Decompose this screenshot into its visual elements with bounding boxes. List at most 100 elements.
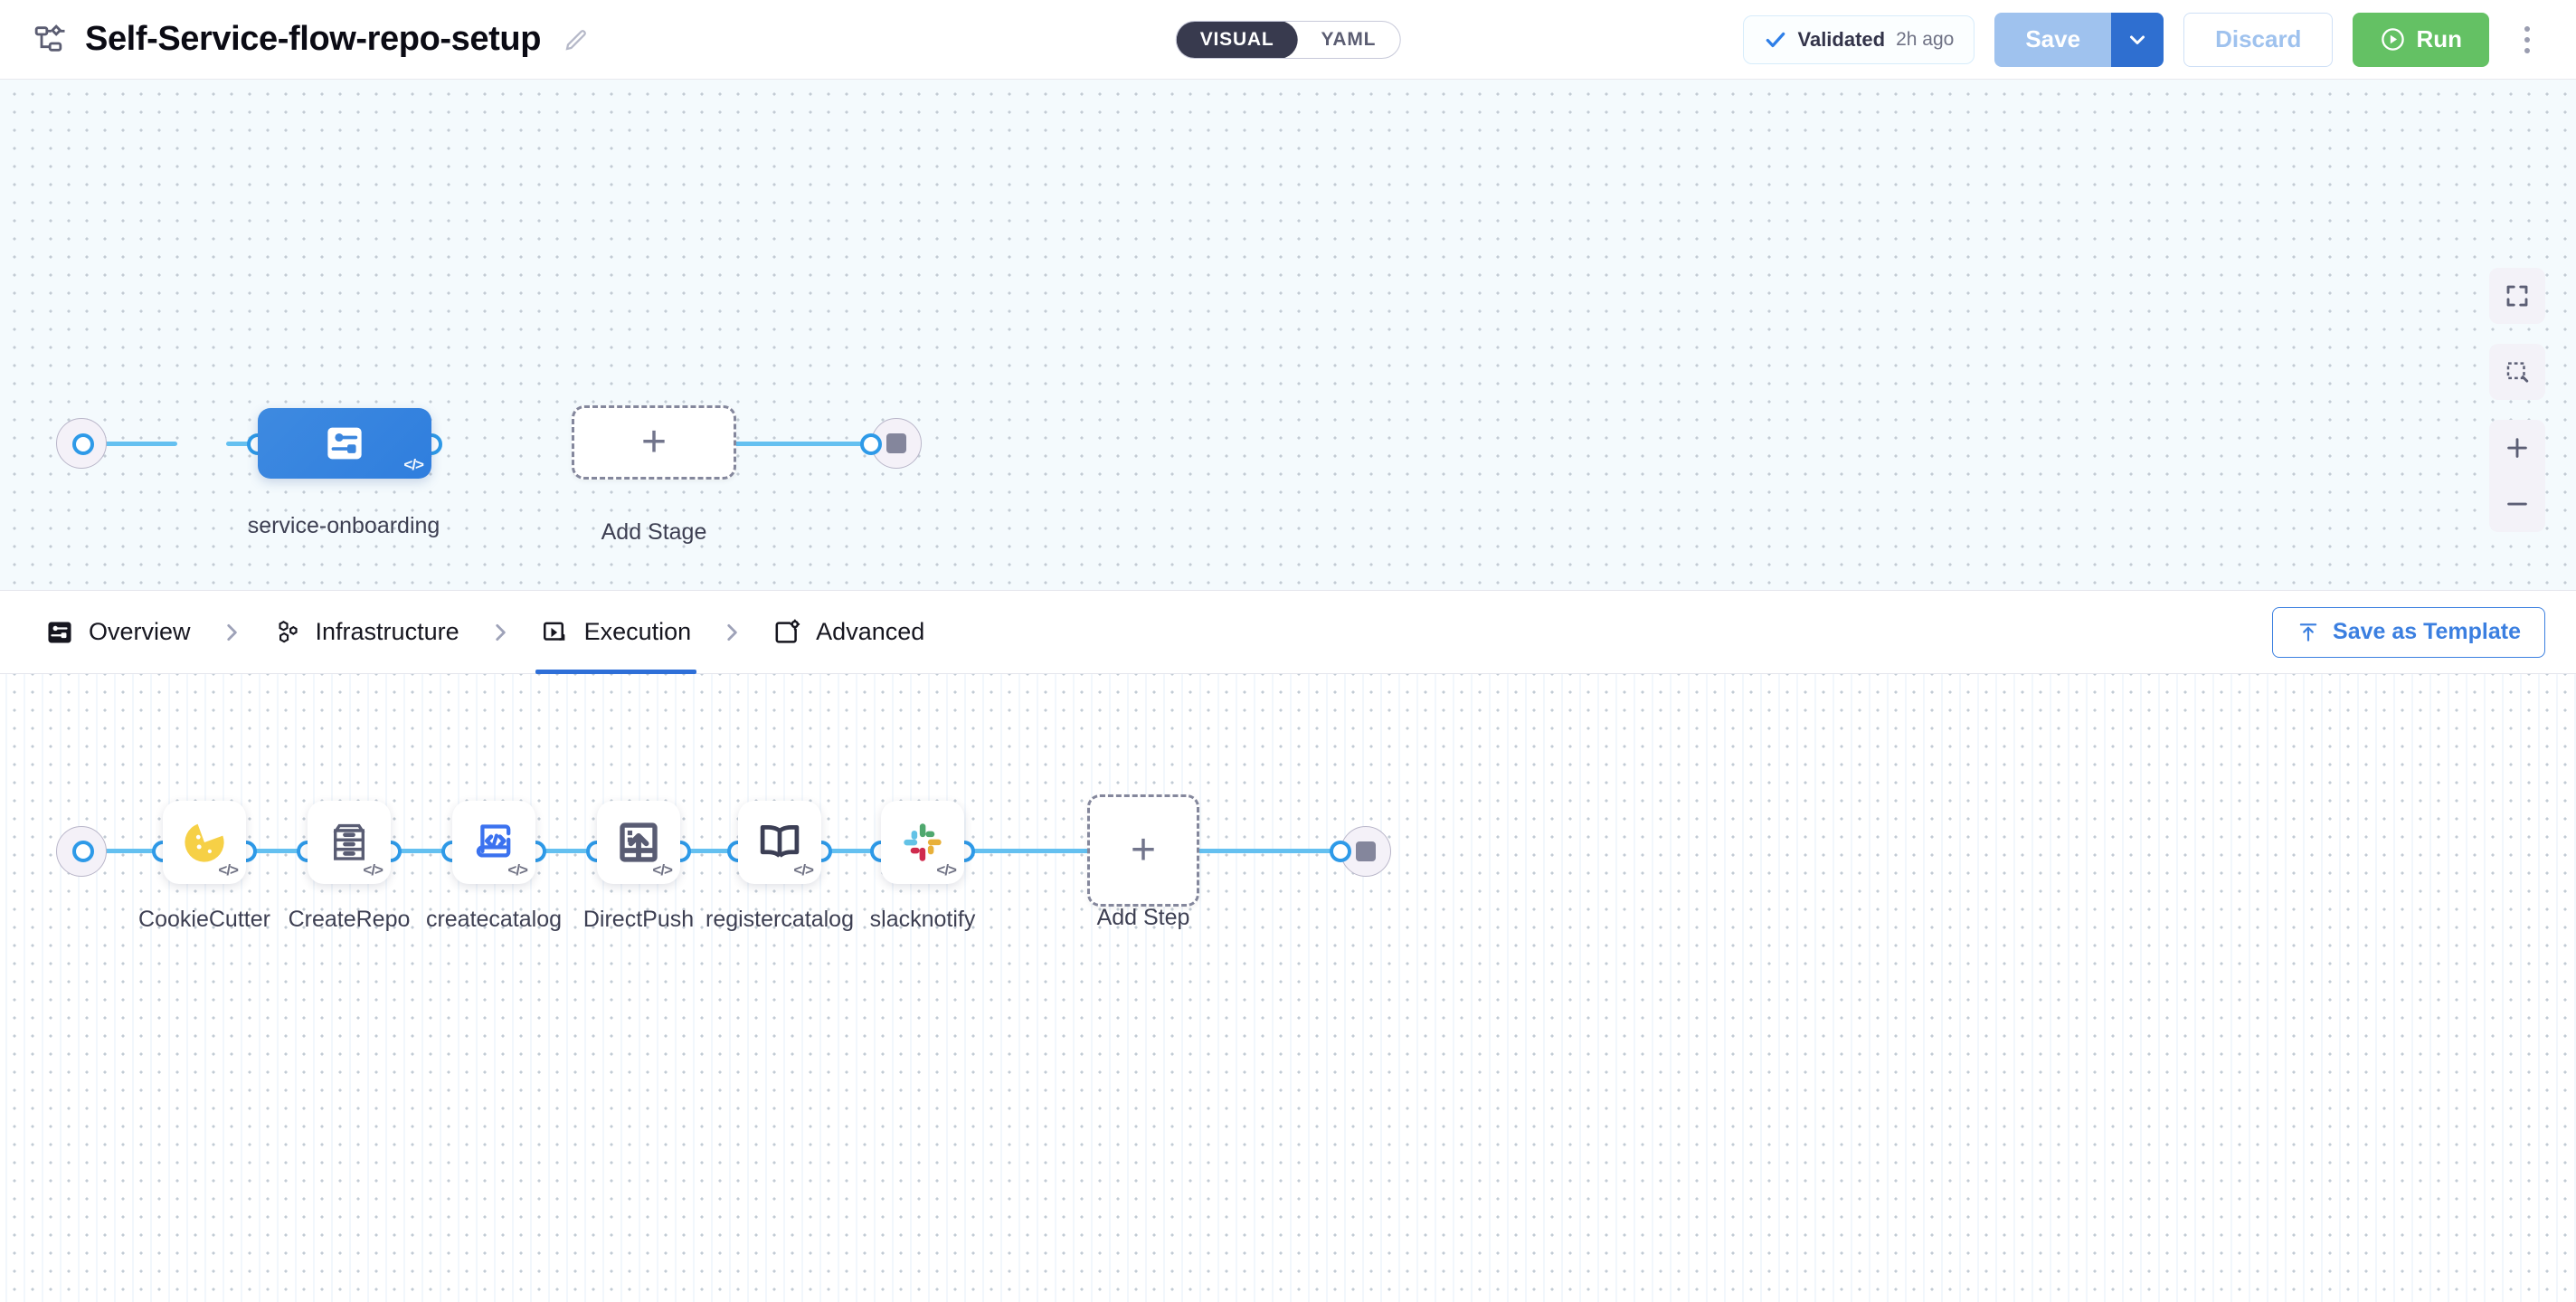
- execution-icon: [543, 622, 564, 641]
- tab-overview-label: Overview: [89, 618, 191, 645]
- check-icon: [1766, 32, 1785, 47]
- view-mode-toggle: VISUAL YAML: [1175, 20, 1401, 59]
- step-node-createcatalog[interactable]: </>: [452, 801, 535, 884]
- tab-execution[interactable]: Execution: [535, 591, 697, 674]
- cookie-icon: [185, 823, 224, 862]
- slack-icon: [904, 823, 942, 861]
- drawers-icon: [333, 823, 365, 860]
- step-canvas[interactable]: </> CookieCutter </> CreateRepo: [0, 674, 2576, 1302]
- discard-button[interactable]: Discard: [2183, 12, 2334, 67]
- section-tabbar: Overview Infrastructure Execution: [0, 591, 2576, 674]
- tab-infrastructure-label: Infrastructure: [315, 618, 459, 645]
- status-badge: Validated 2h ago: [1742, 14, 1975, 64]
- step-code-badge: </>: [793, 861, 814, 879]
- stage-code-badge: </>: [403, 456, 424, 473]
- tab-infrastructure[interactable]: Infrastructure: [267, 591, 465, 674]
- save-dropdown-button[interactable]: [2111, 12, 2164, 67]
- canvas-controls: [2489, 268, 2545, 532]
- validated-label: Validated: [1797, 27, 1886, 51]
- open-book-icon: [760, 824, 800, 858]
- step-code-badge: </>: [652, 861, 673, 879]
- infrastructure-icon: [278, 620, 298, 642]
- step-stop-port[interactable]: [1330, 841, 1351, 862]
- save-as-template-label: Save as Template: [2333, 619, 2521, 644]
- step-edge-1: [217, 849, 308, 853]
- save-as-template-button[interactable]: Save as Template: [2272, 606, 2545, 658]
- tab-advanced-label: Advanced: [816, 618, 925, 645]
- code-document-icon: [476, 824, 511, 858]
- step-node-directpush[interactable]: </>: [597, 801, 680, 884]
- stage-canvas[interactable]: </> service-onboarding + Add Stage: [0, 80, 2576, 591]
- stage-node-service-onboarding[interactable]: </>: [258, 408, 431, 479]
- step-node-registercatalog[interactable]: </>: [738, 801, 821, 884]
- step-start-port[interactable]: [72, 841, 94, 862]
- tab-separator-1: [196, 621, 267, 644]
- upload-template-icon: [2299, 622, 2317, 641]
- kebab-menu-icon[interactable]: [2509, 13, 2545, 67]
- stage-node-label: service-onboarding: [247, 513, 440, 538]
- zoom-controls: [2489, 420, 2545, 532]
- app-header: Self-Service-flow-repo-setup VISUAL YAML…: [0, 0, 2576, 80]
- expand-corners-icon: [2506, 285, 2528, 307]
- push-upload-icon: [620, 822, 658, 862]
- run-button[interactable]: Run: [2353, 12, 2489, 67]
- tab-advanced[interactable]: Advanced: [767, 591, 930, 674]
- view-toggle-visual[interactable]: VISUAL: [1176, 21, 1298, 58]
- stage-flow-icon: [327, 427, 362, 460]
- pipeline-icon: [34, 24, 65, 52]
- step-edge-7: [1194, 849, 1357, 853]
- plus-icon: +: [640, 418, 668, 466]
- header-actions: Validated 2h ago Save Discard Run: [1742, 12, 2546, 67]
- fit-to-screen-button[interactable]: [2489, 268, 2545, 324]
- validated-timestamp: 2h ago: [1896, 28, 1955, 50]
- step-edge-6: [926, 849, 1100, 853]
- chevron-right-icon: [495, 623, 506, 641]
- stop-square-icon: [886, 433, 906, 453]
- save-button[interactable]: Save: [1994, 12, 2112, 67]
- step-node-createrepo[interactable]: </>: [308, 801, 391, 884]
- step-label-cookiecutter: CookieCutter: [138, 907, 270, 932]
- add-stage-button[interactable]: +: [572, 405, 736, 480]
- stage-stop-port[interactable]: [860, 433, 882, 455]
- tab-separator-2: [465, 621, 535, 644]
- add-step-label: Add Step: [1096, 905, 1190, 930]
- step-label-createrepo: CreateRepo: [288, 907, 411, 932]
- select-area-button[interactable]: [2489, 344, 2545, 400]
- overview-icon: [48, 622, 71, 642]
- step-node-slacknotify[interactable]: </>: [881, 801, 964, 884]
- step-code-badge: </>: [507, 861, 528, 879]
- tab-separator-3: [696, 621, 767, 644]
- step-label-slacknotify: slacknotify: [869, 907, 976, 932]
- step-label-directpush: DirectPush: [582, 907, 695, 932]
- step-edge-start: [80, 849, 157, 853]
- step-label-createcatalog: createcatalog: [425, 907, 563, 932]
- add-stage-label: Add Stage: [601, 519, 707, 545]
- step-code-badge: </>: [936, 861, 957, 879]
- step-code-badge: </>: [218, 861, 239, 879]
- save-button-group: Save: [1994, 12, 2164, 67]
- chevron-right-icon: [226, 623, 237, 641]
- step-node-cookiecutter[interactable]: </>: [163, 801, 246, 884]
- chevron-down-icon: [2130, 35, 2145, 44]
- tab-execution-label: Execution: [583, 618, 692, 645]
- chevron-right-icon: [727, 623, 737, 641]
- page-title: Self-Service-flow-repo-setup: [85, 20, 542, 58]
- header-left: Self-Service-flow-repo-setup: [33, 20, 590, 59]
- view-toggle-yaml[interactable]: YAML: [1321, 28, 1377, 50]
- pencil-edit-icon[interactable]: [563, 26, 590, 53]
- add-step-button[interactable]: +: [1087, 794, 1199, 907]
- zoom-in-button[interactable]: [2489, 420, 2545, 476]
- marquee-select-icon: [2506, 362, 2529, 383]
- stage-start-port[interactable]: [72, 433, 94, 455]
- step-label-registercatalog: registercatalog: [706, 907, 854, 932]
- play-circle-icon: [2382, 28, 2405, 51]
- zoom-out-button[interactable]: [2489, 476, 2545, 532]
- tab-overview[interactable]: Overview: [40, 591, 196, 674]
- advanced-icon: [775, 618, 800, 643]
- step-code-badge: </>: [363, 861, 384, 879]
- plus-icon: +: [1130, 826, 1157, 874]
- stop-square-icon: [1356, 841, 1376, 861]
- plus-icon: [2507, 438, 2527, 458]
- stage-edge-start: [78, 442, 177, 446]
